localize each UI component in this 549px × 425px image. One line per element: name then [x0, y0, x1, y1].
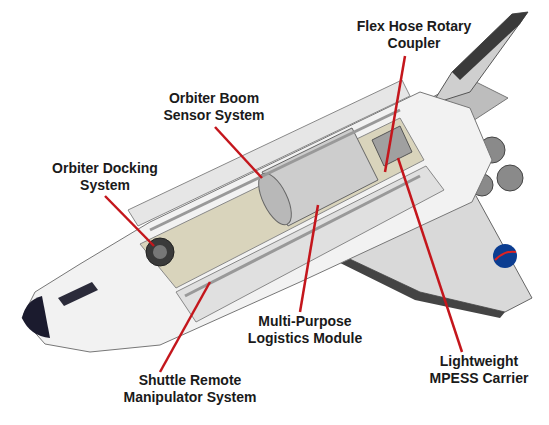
fuselage	[22, 92, 492, 352]
remote-arm	[185, 176, 420, 296]
callout-label: Lightweight MPESS Carrier	[420, 353, 538, 387]
nasa-logo	[493, 244, 517, 268]
leader-line	[398, 158, 462, 352]
callout-label: Multi-Purpose Logistics Module	[236, 313, 374, 347]
leader-line	[385, 56, 405, 172]
leader-line	[105, 196, 154, 246]
leader-line	[215, 127, 262, 178]
docking-hatch	[153, 245, 167, 259]
cockpit-window	[58, 282, 98, 306]
callout-label: Orbiter Docking System	[40, 160, 170, 194]
callout-label: Orbiter Boom Sensor System	[158, 90, 270, 124]
engine	[497, 165, 523, 191]
callout-label: Flex Hose Rotary Coupler	[355, 18, 473, 52]
leader-line	[160, 282, 210, 372]
boom-arm	[150, 110, 400, 230]
logo-swoosh	[495, 252, 516, 260]
leader-line	[300, 205, 318, 312]
nose-cap	[22, 296, 50, 338]
callout-label: Shuttle Remote Manipulator System	[110, 372, 270, 406]
